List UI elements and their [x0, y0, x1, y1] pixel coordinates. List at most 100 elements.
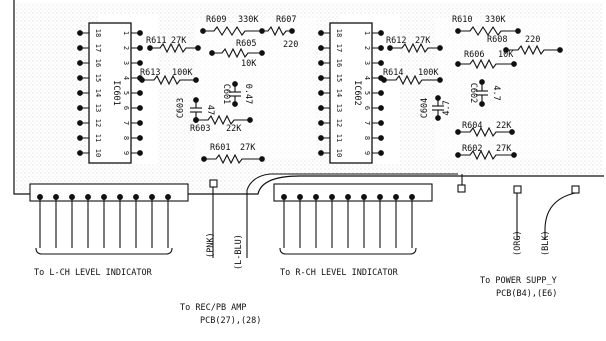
r605-ref: R605	[236, 39, 256, 49]
r607-value: 220	[283, 40, 298, 50]
ic601-pin-5: 5	[122, 91, 130, 95]
r604-ref: R604	[462, 121, 482, 131]
r601-ref: R601	[210, 143, 230, 153]
r607-ref: R607	[276, 15, 296, 25]
ic602-pin-5: 5	[363, 91, 371, 95]
r605-value: 10K	[241, 59, 257, 69]
r603: R603 22K	[190, 114, 253, 134]
r610-ref: R610	[452, 15, 472, 25]
r603-ref: R603	[190, 124, 210, 134]
r604-value: 22K	[496, 121, 512, 131]
ic601-left-pins: 18 17 16 15 14 13 12 11 10	[94, 29, 102, 157]
c603-value: 47	[205, 105, 215, 115]
ic602-pin-11: 11	[335, 134, 343, 142]
ic602-pin-2: 2	[363, 46, 371, 50]
ic601-pin-15: 15	[94, 74, 102, 82]
r606-value: 10K	[498, 50, 514, 60]
c603-ref: C603	[176, 98, 186, 118]
r610-value: 330K	[485, 15, 506, 25]
ic601-pin-11: 11	[94, 134, 102, 142]
ic602-right-pins: 1 2 3 4 5 6 7 8 9	[363, 31, 371, 155]
ic601-pin-4: 4	[122, 76, 130, 80]
ic601-pads	[77, 30, 143, 156]
ic601-label: IC601	[111, 80, 121, 106]
wire-pnk-label: (PNK)	[206, 232, 216, 258]
r602-ref: R602	[462, 144, 482, 154]
ic601-pin-8: 8	[122, 136, 130, 140]
c604-value: 4.7	[442, 100, 452, 115]
ic602-left-pins: 18 17 16 15 14 13 12 11 10	[335, 29, 343, 157]
c601-value: 0.47	[243, 84, 253, 104]
ic601-pin-2: 2	[122, 46, 130, 50]
ic602-pin-18: 18	[335, 29, 343, 37]
ic601-right-pins: 1 2 3 4 5 6 7 8 9	[122, 31, 130, 155]
r602: R602 27K	[455, 144, 517, 161]
wire-l-blu-label: (L-BLU)	[234, 234, 244, 270]
ic602-pin-16: 16	[335, 59, 343, 67]
ic602-pin-4: 4	[363, 76, 371, 80]
ic601-pin-6: 6	[122, 106, 130, 110]
ic601-pin-18: 18	[94, 29, 102, 37]
r611: R611 27K	[146, 36, 201, 54]
power-pcb-label: PCB(B4),(E6)	[496, 289, 557, 299]
rec-pb-pcb-label: PCB(27),(28)	[200, 316, 261, 326]
ic602-label: IC602	[352, 80, 362, 106]
ic602-pin-17: 17	[335, 44, 343, 52]
r602-value: 27K	[496, 144, 512, 154]
rec-pb-destination-label: To REC/PB AMP	[180, 303, 247, 313]
ic601-pin-7: 7	[122, 121, 130, 125]
r612: R612 27K	[386, 36, 443, 54]
ic601-pin-10: 10	[94, 149, 102, 157]
r601-value: 27K	[240, 143, 256, 153]
wire-org-label: (ORG)	[513, 230, 523, 256]
ic602-pin-15: 15	[335, 74, 343, 82]
r603-value: 22K	[226, 124, 242, 134]
ic601-pin-14: 14	[94, 89, 102, 97]
c601-ref: C601	[221, 84, 231, 104]
ic602-pin-7: 7	[363, 121, 371, 125]
r608: R608 220	[487, 35, 563, 56]
ic601: IC601 18 17 16 15 14 13 12 11 10 1 2 3 4…	[77, 22, 143, 164]
ic602-pin-9: 9	[363, 151, 371, 155]
c602-ref: C602	[468, 83, 478, 103]
right-channel-components: R610 330K R608 220 R612 27K R606 10K	[381, 15, 563, 161]
r608-ref: R608	[487, 35, 507, 45]
ic602-pin-6: 6	[363, 106, 371, 110]
r605: R605 10K	[209, 39, 265, 69]
r613-ref: R613	[140, 68, 160, 78]
ic602-pin-3: 3	[363, 61, 371, 65]
r609-ref: R609	[206, 15, 226, 25]
r610: R610 330K	[452, 15, 521, 37]
r609-value: 330K	[238, 15, 259, 25]
ic602-pin-1: 1	[363, 31, 371, 35]
r-ch-destination-label: To R-CH LEVEL INDICATOR	[280, 268, 399, 278]
ic602: IC602 18 17 16 15 14 13 12 11 10 1 2 3 4…	[318, 22, 384, 164]
c602: C602 4.7	[468, 79, 501, 107]
ic602-pin-8: 8	[363, 136, 371, 140]
c604: C604 4.7	[420, 95, 452, 121]
power-destination-label: To POWER SUPP_Y	[480, 276, 557, 286]
l-ch-connector	[29, 183, 189, 255]
ic602-pads	[318, 30, 384, 156]
r612-value: 27K	[415, 36, 431, 46]
r612-ref: R612	[386, 36, 406, 46]
ic602-pin-10: 10	[335, 149, 343, 157]
r614: R614 100K	[381, 68, 443, 86]
ic602-pin-13: 13	[335, 104, 343, 112]
r-ch-connector	[273, 183, 433, 255]
c601: C601 0.47	[221, 81, 253, 107]
r613: R613 100K	[139, 68, 199, 86]
ic601-pin-13: 13	[94, 104, 102, 112]
ic601-pin-3: 3	[122, 61, 130, 65]
left-channel-components: R609 330K R607 220 R611 27K R605 10K	[139, 15, 298, 165]
ic602-pin-14: 14	[335, 89, 343, 97]
r613-value: 100K	[172, 68, 193, 78]
r611-ref: R611	[146, 36, 166, 46]
r608-value: 220	[525, 35, 540, 45]
r614-value: 100K	[418, 68, 439, 78]
ic601-pin-9: 9	[122, 151, 130, 155]
ic601-pin-17: 17	[94, 44, 102, 52]
ic601-pin-16: 16	[94, 59, 102, 67]
r606: R606 10K	[455, 50, 517, 70]
